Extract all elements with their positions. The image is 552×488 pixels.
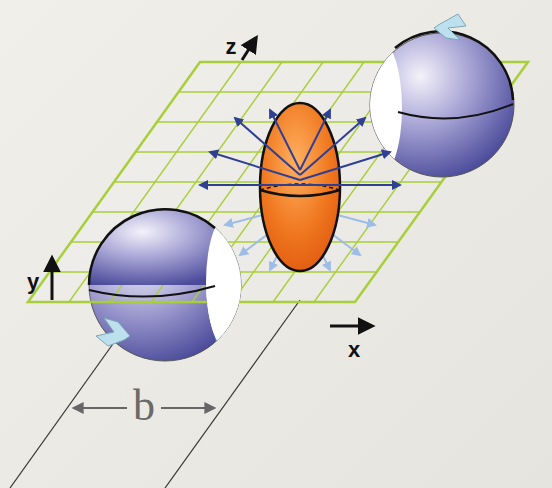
axis-label: x (348, 339, 360, 361)
axis-label: z (226, 36, 237, 58)
axis-arrow (242, 38, 256, 60)
nucleus-sphere (89, 209, 258, 354)
flow-arrows (200, 110, 400, 185)
fireball (260, 103, 340, 271)
axis-arrow (51, 258, 54, 300)
beam-arrow (96, 318, 130, 346)
guide-line (10, 320, 130, 488)
axis-label: y (27, 271, 39, 293)
beam-arrow (434, 14, 466, 40)
dimension-label: b (127, 384, 161, 428)
axis-arrow (330, 325, 372, 328)
